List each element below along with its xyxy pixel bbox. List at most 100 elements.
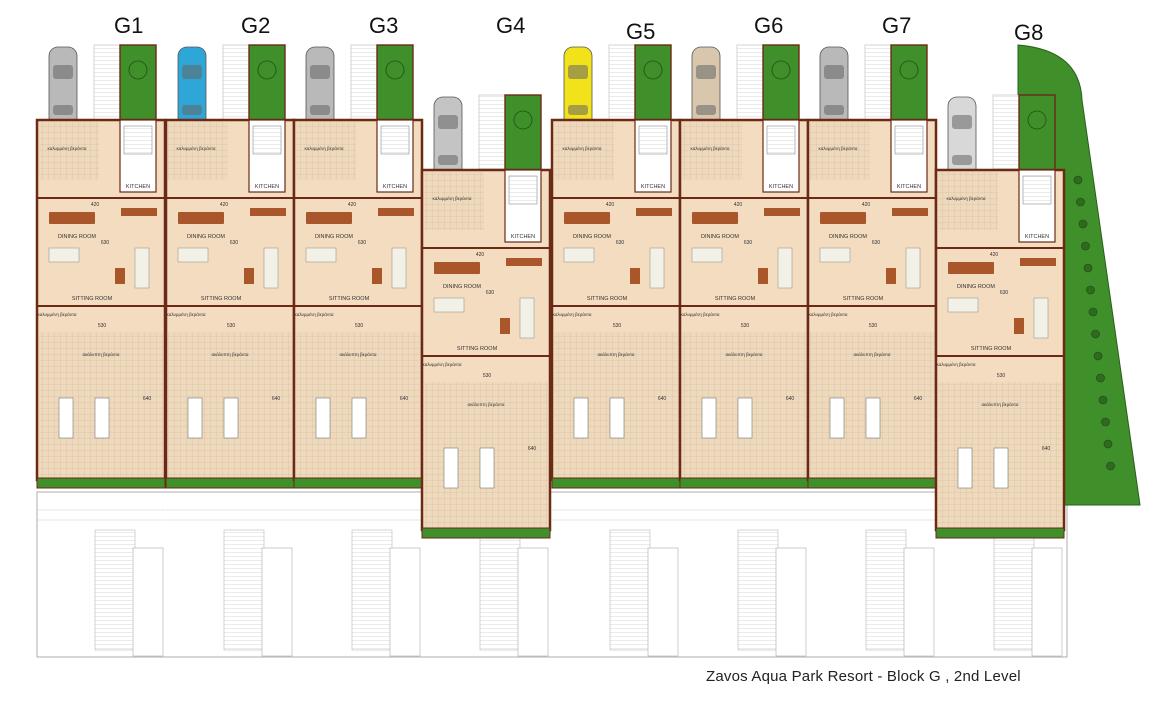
tree-icon <box>899 60 919 80</box>
dim-530: 530 <box>741 323 750 329</box>
sun-lounger <box>223 397 239 439</box>
entry-steps <box>350 44 378 124</box>
front-veranda <box>424 172 484 230</box>
dining-table <box>564 212 610 224</box>
dining-label: DINING ROOM <box>829 234 867 240</box>
sitting-label: SITTING ROOM <box>587 296 628 302</box>
dining-label: DINING ROOM <box>443 284 481 290</box>
planter-strip <box>293 477 423 489</box>
planter-strip <box>551 477 681 489</box>
dim-420: 420 <box>606 202 615 208</box>
back-veranda-label: καλυμμένη βεράντα <box>809 311 848 317</box>
dining-table <box>692 212 738 224</box>
unit-label-g6: G6 <box>754 13 784 38</box>
planter-strip <box>165 477 295 489</box>
sofa-side <box>649 247 665 289</box>
counter <box>892 208 928 216</box>
dim-640: 640 <box>658 396 667 402</box>
front-veranda-label: καλυμμένη βεράντα <box>305 145 344 151</box>
coffee-table <box>244 268 254 284</box>
tree-icon <box>257 60 277 80</box>
back-veranda-label: καλυμμένη βεράντα <box>681 311 720 317</box>
garden-plot <box>890 44 928 124</box>
back-veranda-label: καλυμμένη βεράντα <box>295 311 334 317</box>
dim-630: 630 <box>744 240 753 246</box>
tree-icon <box>385 60 405 80</box>
staircase <box>508 175 538 205</box>
counter <box>764 208 800 216</box>
dining-label: DINING ROOM <box>701 234 739 240</box>
front-veranda-label: καλυμμένη βεράντα <box>819 145 858 151</box>
open-veranda-label: ακάλυπτη βεράντα <box>468 401 505 407</box>
car-icon <box>947 96 977 182</box>
dim-640: 640 <box>400 396 409 402</box>
dim-420: 420 <box>476 252 485 258</box>
dining-table <box>178 212 224 224</box>
dim-420: 420 <box>734 202 743 208</box>
unit-label-g8: G8 <box>1014 20 1044 45</box>
sun-lounger <box>187 397 203 439</box>
entry-steps <box>608 44 636 124</box>
garden-plot <box>504 94 542 174</box>
sun-lounger <box>315 397 331 439</box>
unit-label-g3: G3 <box>369 13 399 38</box>
coffee-table <box>1014 318 1024 334</box>
back-veranda-label: καλυμμένη βεράντα <box>937 361 976 367</box>
staircase <box>380 125 410 155</box>
dim-530: 530 <box>227 323 236 329</box>
open-veranda-label: ακάλυπτη βεράντα <box>854 351 891 357</box>
garden-plot <box>248 44 286 124</box>
entry-steps <box>736 44 764 124</box>
sitting-label: SITTING ROOM <box>715 296 756 302</box>
sofa-side <box>134 247 150 289</box>
sofa <box>48 247 80 263</box>
dim-630: 630 <box>486 290 495 296</box>
sitting-label: SITTING ROOM <box>72 296 113 302</box>
dim-530: 530 <box>613 323 622 329</box>
front-veranda-label: καλυμμένη βεράντα <box>48 145 87 151</box>
open-veranda-label: ακάλυπτη βεράντα <box>212 351 249 357</box>
garden-plot <box>376 44 414 124</box>
coffee-table <box>115 268 125 284</box>
unit-label-g2: G2 <box>241 13 271 38</box>
coffee-table <box>500 318 510 334</box>
dim-530: 530 <box>483 373 492 379</box>
dim-530: 530 <box>355 323 364 329</box>
dim-420: 420 <box>990 252 999 258</box>
entry-steps <box>93 44 121 124</box>
sofa-side <box>263 247 279 289</box>
counter <box>121 208 157 216</box>
sun-lounger <box>865 397 881 439</box>
dim-640: 640 <box>143 396 152 402</box>
kitchen-label: KITCHEN <box>1025 234 1049 240</box>
sun-lounger <box>351 397 367 439</box>
back-veranda-label: καλυμμένη βεράντα <box>423 361 462 367</box>
kitchen-label: KITCHEN <box>255 184 279 190</box>
car-icon <box>48 46 78 132</box>
sofa-side <box>1033 297 1049 339</box>
open-veranda-label: ακάλυπτη βεράντα <box>726 351 763 357</box>
sofa <box>563 247 595 263</box>
coffee-table <box>758 268 768 284</box>
car-icon <box>433 96 463 182</box>
dim-630: 630 <box>616 240 625 246</box>
sitting-label: SITTING ROOM <box>843 296 884 302</box>
sofa <box>305 247 337 263</box>
open-veranda-label: ακάλυπτη βεράντα <box>83 351 120 357</box>
unit-label-g5: G5 <box>626 19 656 44</box>
sitting-label: SITTING ROOM <box>971 346 1012 352</box>
tree-icon <box>1027 110 1047 130</box>
kitchen-label: KITCHEN <box>383 184 407 190</box>
dim-530: 530 <box>997 373 1006 379</box>
dining-label: DINING ROOM <box>573 234 611 240</box>
counter <box>250 208 286 216</box>
sofa-side <box>519 297 535 339</box>
dining-table <box>306 212 352 224</box>
